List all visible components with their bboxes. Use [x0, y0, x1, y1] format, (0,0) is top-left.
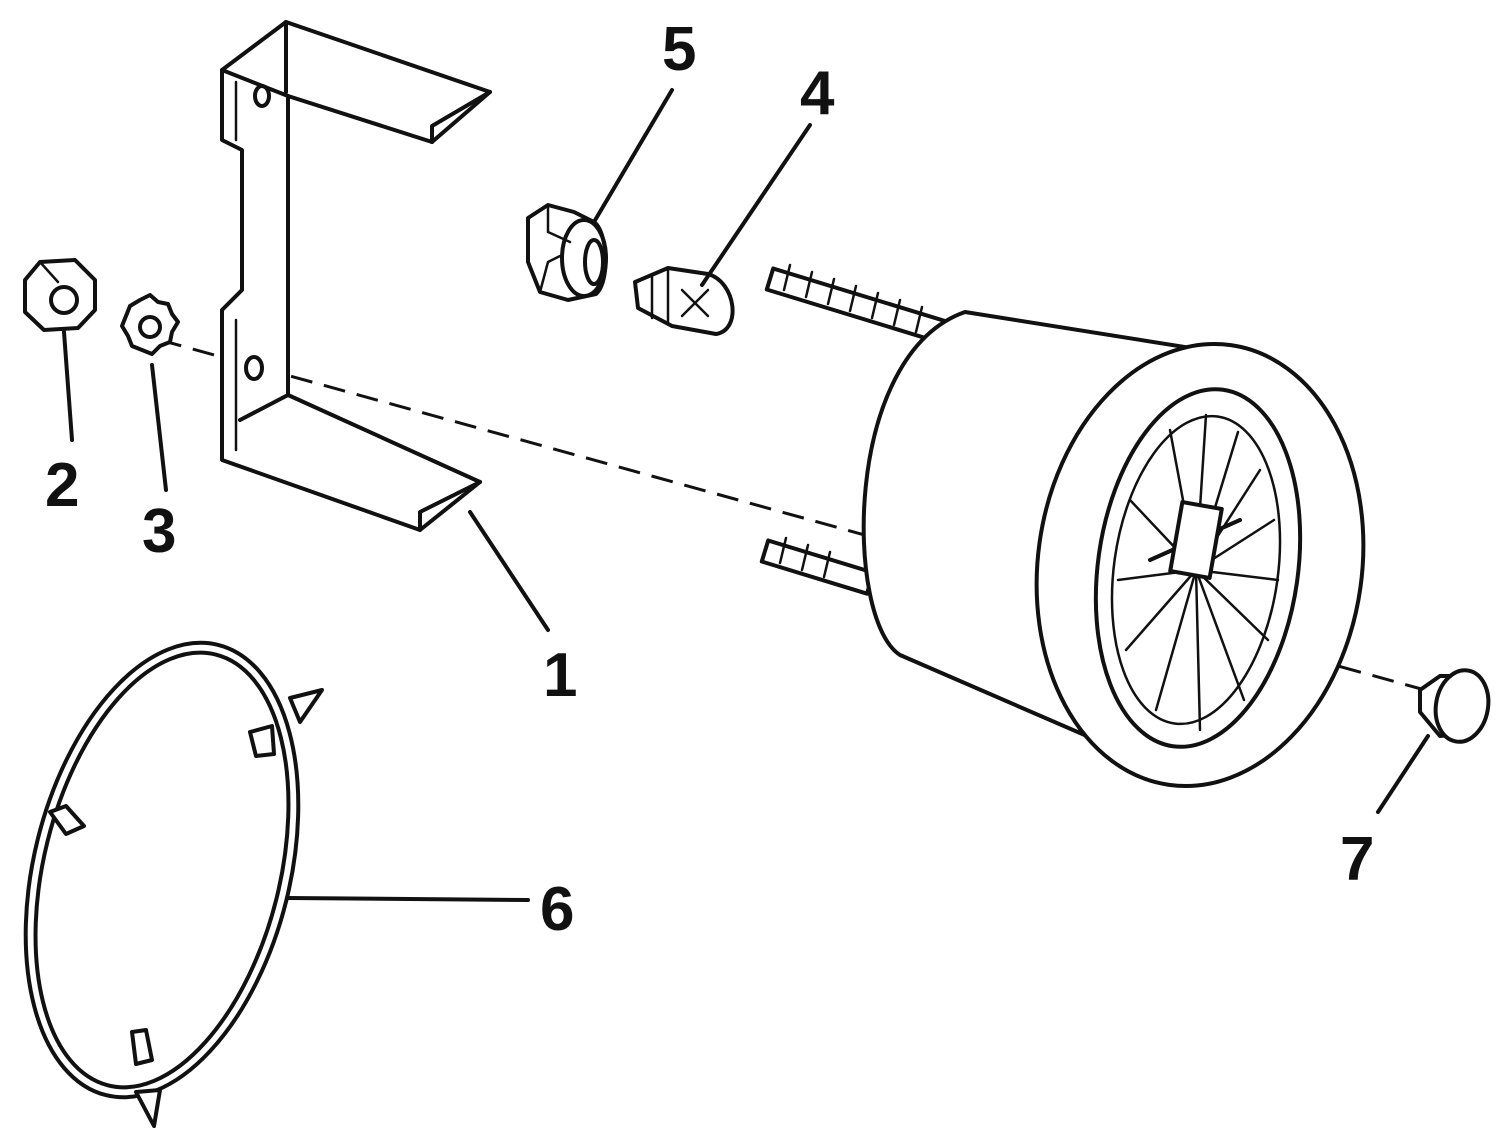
leader-line-5 — [592, 88, 674, 224]
part-6-retaining-ring — [23, 640, 324, 1128]
part-1-mounting-bracket — [220, 20, 492, 532]
callout-6: 6 — [540, 875, 574, 944]
gauge-mounting-studs — [759, 263, 957, 596]
part-5-lamp-socket — [526, 203, 608, 302]
part-7-knob — [1418, 668, 1491, 744]
part-2-hex-nut — [23, 258, 97, 332]
part-3-star-lock-washer — [120, 293, 180, 356]
gauge-body — [861, 310, 1366, 788]
leader-line-4 — [700, 123, 812, 287]
part-4-wedge-bulb — [633, 266, 735, 336]
callout-1: 1 — [543, 641, 577, 710]
callout-2: 2 — [45, 451, 79, 520]
callout-3: 3 — [142, 497, 176, 566]
callout-5: 5 — [662, 15, 696, 84]
leader-line-1 — [468, 510, 550, 632]
callout-7: 7 — [1340, 825, 1374, 894]
leader-line-3 — [150, 363, 168, 492]
leader-line-7 — [1376, 734, 1430, 814]
leader-line-2 — [62, 330, 74, 442]
gauge-dial-face — [1116, 413, 1280, 732]
leader-lines — [62, 88, 1430, 902]
callout-4: 4 — [800, 59, 835, 128]
leader-line-6 — [286, 896, 530, 902]
